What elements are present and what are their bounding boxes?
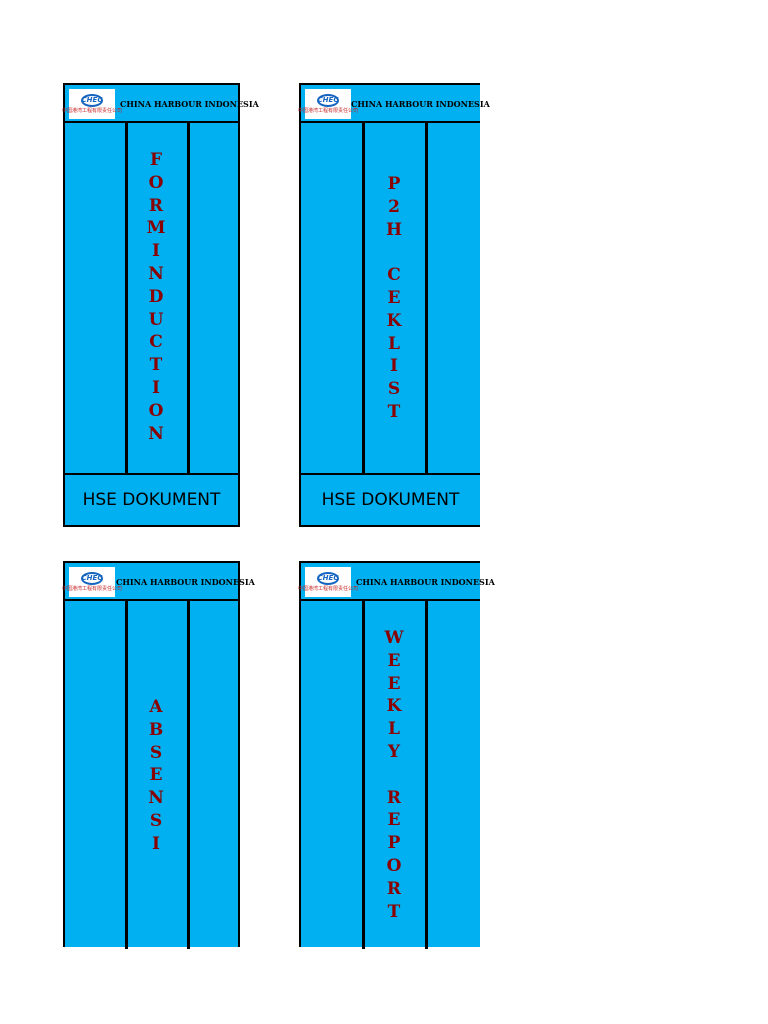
title-letter: C	[387, 265, 401, 286]
title-letter: S	[149, 742, 163, 763]
column-divider	[187, 601, 190, 949]
title-letter: S	[387, 379, 401, 400]
logo-chinese-name: 中国港湾工程有限责任公司	[298, 108, 359, 114]
footer-label: HSE DOKUMENT	[65, 473, 238, 527]
title-letter: N	[148, 423, 164, 444]
label-form-induction: CHEC 中国港湾工程有限责任公司 CHINA HARBOUR INDONESI…	[62, 83, 259, 527]
title-letter: O	[386, 855, 402, 876]
title-letter: D	[148, 286, 164, 307]
column-divider	[125, 601, 128, 949]
column-divider	[425, 601, 428, 949]
column-divider	[362, 123, 365, 473]
logo-chinese-name: 中国港湾工程有限责任公司	[62, 108, 123, 114]
title-letter: K	[386, 696, 402, 717]
title-letter: M	[146, 218, 166, 239]
title-letter	[391, 764, 397, 787]
title-letter: P	[387, 833, 401, 854]
title-letter: O	[148, 400, 164, 421]
column-divider	[362, 601, 365, 949]
title-letter: E	[387, 673, 401, 694]
title-letter: P	[387, 174, 401, 194]
title-letter: E	[387, 810, 401, 831]
label-header: CHEC 中国港湾工程有限责任公司 CHINA HARBOUR INDONESI…	[62, 563, 255, 601]
logo-mark: CHEC	[317, 572, 339, 585]
title-letter: R	[148, 195, 164, 216]
title-letter: 2	[388, 196, 400, 217]
title-letter: H	[385, 219, 403, 240]
title-letter: L	[388, 333, 400, 354]
title-letter: R	[386, 878, 402, 899]
company-name: CHINA HARBOUR INDONESIA	[356, 577, 495, 587]
chec-logo: CHEC 中国港湾工程有限责任公司	[298, 89, 358, 119]
title-letter: F	[149, 150, 163, 170]
title-letter: W	[384, 628, 404, 648]
title-letter: K	[386, 310, 402, 331]
footer-label: HSE DOKUMENT	[301, 473, 480, 527]
label-weekly-report: CHEC 中国港湾工程有限责任公司 CHINA HARBOUR INDONESI…	[298, 561, 495, 949]
title-letter: I	[390, 356, 398, 377]
title-letter: I	[152, 241, 160, 262]
label-header: CHEC 中国港湾工程有限责任公司 CHINA HARBOUR INDONESI…	[298, 85, 490, 123]
chec-logo: CHEC 中国港湾工程有限责任公司	[62, 567, 122, 597]
company-name: CHINA HARBOUR INDONESIA	[116, 577, 255, 587]
logo-mark: CHEC	[81, 572, 103, 585]
label-header: CHEC 中国港湾工程有限责任公司 CHINA HARBOUR INDONESI…	[298, 563, 495, 601]
column-divider	[187, 123, 190, 473]
chec-logo: CHEC 中国港湾工程有限责任公司	[62, 89, 122, 119]
title-letter: T	[149, 355, 163, 376]
chec-logo: CHEC 中国港湾工程有限责任公司	[298, 567, 358, 597]
title-letter: B	[148, 719, 164, 740]
title-letter: E	[387, 650, 401, 671]
logo-chinese-name: 中国港湾工程有限责任公司	[298, 586, 359, 592]
label-header: CHEC 中国港湾工程有限责任公司 CHINA HARBOUR INDONESI…	[62, 85, 259, 123]
title-letter: L	[388, 719, 400, 740]
company-name: CHINA HARBOUR INDONESIA	[351, 99, 490, 109]
title-letter: O	[148, 172, 164, 193]
title-letter: C	[149, 332, 163, 353]
logo-mark: CHEC	[317, 94, 339, 107]
title-letter: T	[387, 401, 401, 422]
title-letter: I	[152, 377, 160, 398]
title-letter: T	[387, 901, 401, 922]
column-divider	[425, 123, 428, 473]
company-name: CHINA HARBOUR INDONESIA	[120, 99, 259, 109]
column-divider	[125, 123, 128, 473]
logo-chinese-name: 中国港湾工程有限责任公司	[62, 586, 123, 592]
label-absensi: CHEC 中国港湾工程有限责任公司 CHINA HARBOUR INDONESI…	[62, 561, 255, 949]
title-letter: Y	[387, 741, 401, 762]
title-letter: R	[386, 787, 402, 808]
title-letter	[391, 241, 397, 264]
title-letter: S	[149, 810, 163, 831]
title-letter: E	[149, 765, 163, 786]
title-letter: I	[152, 833, 160, 854]
title-letter: U	[148, 309, 164, 330]
logo-mark: CHEC	[81, 94, 103, 107]
title-letter: N	[148, 788, 164, 809]
title-letter: A	[149, 697, 163, 717]
label-p2h-ceklist: CHEC 中国港湾工程有限责任公司 CHINA HARBOUR INDONESI…	[298, 83, 490, 527]
title-letter: E	[387, 287, 401, 308]
title-letter: N	[148, 263, 164, 284]
